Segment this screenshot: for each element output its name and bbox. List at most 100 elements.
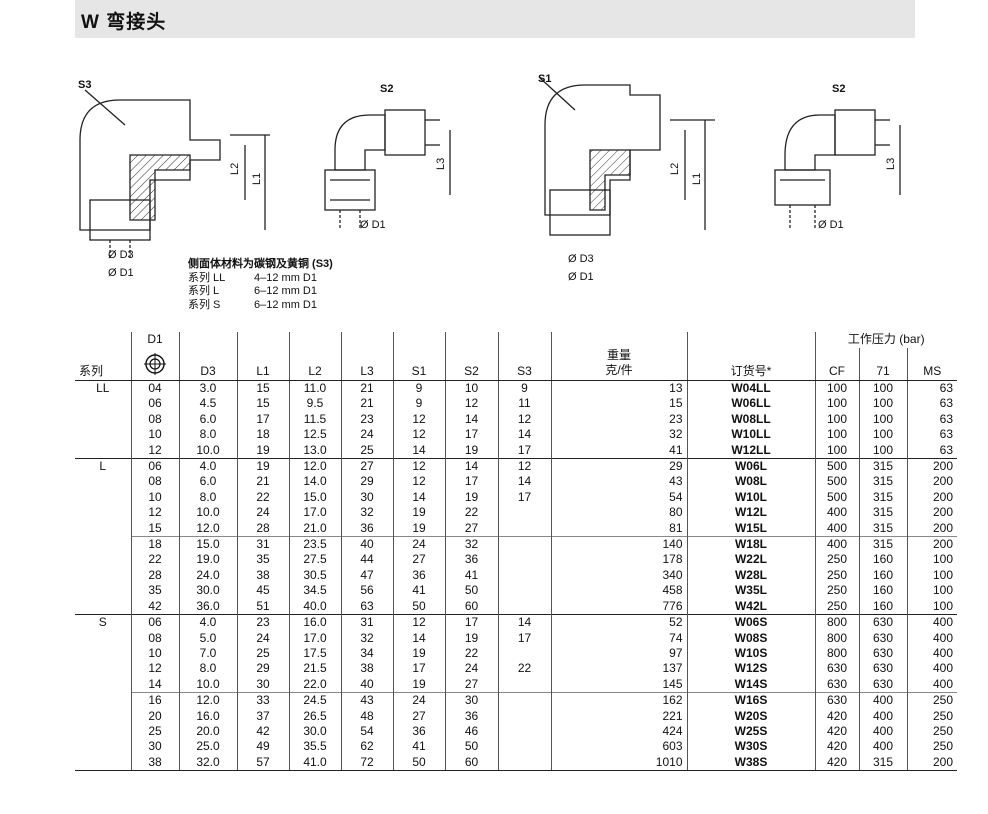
order-number-cell: W10LL	[686, 427, 815, 443]
series-cell	[75, 631, 131, 646]
table-cell: 32	[444, 536, 498, 553]
table-cell: 43	[550, 474, 687, 490]
table-cell: 250	[906, 739, 957, 755]
table-cell: 8.0	[178, 661, 237, 677]
table-cell: 23.5	[288, 536, 341, 553]
table-cell	[497, 536, 551, 553]
header-d1-icon	[130, 348, 179, 381]
table-cell: 42	[236, 723, 289, 740]
table-cell: 63	[906, 427, 957, 443]
table-cell: 21	[340, 396, 393, 412]
series-cell	[75, 677, 131, 693]
table-cell: 100	[906, 598, 957, 615]
table-cell: 18	[130, 536, 179, 553]
table-cell: 315	[858, 489, 907, 506]
table-cell: 12.0	[288, 458, 341, 475]
table-cell: 12	[130, 505, 179, 521]
label-l2-b: L2	[669, 163, 681, 175]
order-number-cell: W10L	[686, 489, 815, 506]
table-cell: 140	[550, 536, 687, 553]
table-cell: 33	[236, 692, 289, 709]
table-cell: 17	[497, 442, 551, 459]
table-cell: 32	[340, 630, 393, 646]
table-cell: 36	[444, 552, 498, 568]
table-cell: 74	[550, 630, 687, 646]
order-number-cell: W35L	[686, 583, 815, 599]
label-s1: S1	[538, 73, 551, 85]
table-cell: 22	[130, 552, 179, 568]
table-cell: 800	[814, 630, 859, 646]
table-cell: 160	[858, 552, 907, 568]
table-cell: 12	[130, 442, 179, 459]
table-cell: 38	[130, 754, 179, 772]
series-cell: LL	[75, 380, 131, 397]
table-cell: 12	[130, 661, 179, 677]
table-cell: 9	[392, 380, 445, 397]
table-cell: 30	[444, 692, 498, 709]
table-cell: 22	[236, 489, 289, 506]
table-cell: 50	[444, 739, 498, 755]
table-cell: 221	[550, 708, 687, 724]
table-cell: 27	[392, 552, 445, 568]
table-cell: 23	[340, 411, 393, 428]
table-cell: 30.0	[178, 583, 237, 599]
table-cell: 19.0	[178, 552, 237, 568]
table-cell: 38	[340, 661, 393, 677]
table-cell: 54	[340, 723, 393, 740]
table-cell: 250	[814, 583, 859, 599]
table-cell: 21.5	[288, 661, 341, 677]
table-cell: 12.0	[178, 692, 237, 709]
table-cell: 14	[392, 630, 445, 646]
table-cell: 420	[814, 723, 859, 740]
table-cell: 08	[130, 474, 179, 490]
table-cell: 24	[392, 692, 445, 709]
table-cell: 34.5	[288, 583, 341, 599]
table-cell: 34	[340, 645, 393, 662]
table-cell: 19	[236, 458, 289, 475]
table-cell: 25	[130, 723, 179, 740]
table-cell	[497, 723, 551, 740]
table-cell: 24.5	[288, 692, 341, 709]
table-cell: 4.0	[178, 458, 237, 475]
label-l2: L2	[229, 163, 241, 175]
order-number-cell: W12S	[686, 661, 815, 677]
table-cell: 160	[858, 598, 907, 615]
table-cell: 08	[130, 411, 179, 428]
table-cell: 400	[814, 505, 859, 521]
header-s2: S2	[444, 348, 498, 381]
table-cell: 250	[906, 723, 957, 740]
table-cell: 11.5	[288, 411, 341, 428]
table-cell: 46	[444, 723, 498, 740]
series-cell	[75, 724, 131, 739]
table-cell: 63	[906, 396, 957, 412]
table-cell: 500	[814, 458, 859, 475]
table-cell: 12.0	[178, 520, 237, 537]
table-cell: 250	[814, 567, 859, 584]
table-cell: 12	[392, 411, 445, 428]
table-cell: 8.0	[178, 489, 237, 506]
table-cell: 41	[392, 583, 445, 599]
order-number-cell: W30S	[686, 739, 815, 755]
table-cell: 630	[858, 630, 907, 646]
label-l3-b: L3	[885, 158, 897, 170]
table-cell	[497, 754, 551, 772]
table-cell: 60	[444, 598, 498, 615]
table-cell: 14.0	[288, 474, 341, 490]
table-cell: 9	[497, 380, 551, 397]
table-cell: 50	[392, 598, 445, 615]
table-cell: 08	[130, 630, 179, 646]
table-cell: 315	[858, 754, 907, 772]
label-d1-c: Ø D1	[818, 219, 844, 231]
table-cell: 31	[236, 536, 289, 553]
table-cell: 500	[814, 474, 859, 490]
table-cell: 21	[340, 380, 393, 397]
table-cell: 27	[444, 520, 498, 537]
series-cell	[75, 490, 131, 505]
table-cell: 41.0	[288, 754, 341, 772]
